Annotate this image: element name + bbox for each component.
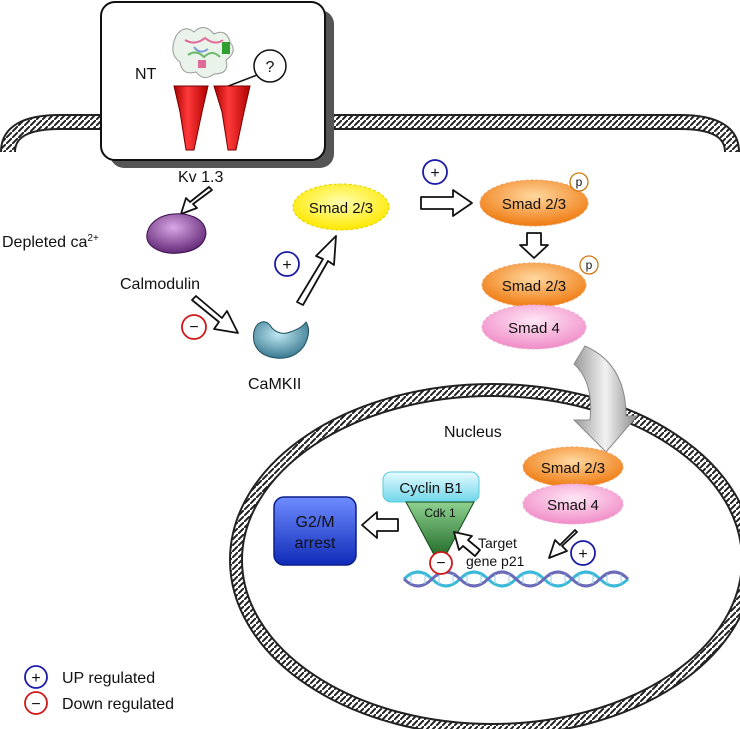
legend-up: + UP regulated xyxy=(24,665,155,689)
arrow-cdk1-to-g2m xyxy=(361,511,399,539)
svg-text:p: p xyxy=(586,258,593,272)
svg-text:−: − xyxy=(436,555,445,572)
kv13-channel-icon xyxy=(173,85,251,151)
minus-badge-cdk1: − xyxy=(429,551,453,575)
svg-text:+: + xyxy=(578,546,587,563)
arrow-smad-to-p21 xyxy=(548,529,578,559)
target-gene-label-line2: gene p21 xyxy=(466,553,525,569)
receptor-box xyxy=(100,1,326,161)
calmodulin-icon xyxy=(146,213,207,254)
legend-up-label: UP regulated xyxy=(62,670,155,687)
nt-protein-icon xyxy=(172,27,234,78)
g2m-arrest-line1: G2/M xyxy=(295,514,334,531)
arrow-kv13-to-calmodulin xyxy=(180,186,213,215)
arrow-camkii-to-smad23 xyxy=(296,235,337,306)
nucleus-envelope xyxy=(229,383,740,729)
cyclin-b1-label: Cyclin B1 xyxy=(399,480,462,497)
target-gene-label: Target xyxy=(478,535,517,551)
question-mark: ? xyxy=(266,59,275,76)
arrow-translocation-to-nucleus xyxy=(572,345,639,453)
legend-down: − Down regulated xyxy=(24,691,174,715)
smad4-nucleus-label: Smad 4 xyxy=(547,497,599,514)
plus-badge-camkii: + xyxy=(274,251,300,277)
phospho-badge-2: p xyxy=(579,255,599,275)
camkii-icon xyxy=(253,321,310,359)
arrow-smad23-phosphorylation xyxy=(420,189,473,217)
plus-badge-p21: + xyxy=(570,540,596,566)
smad23-unphosphorylated-label: Smad 2/3 xyxy=(309,200,373,217)
smad4-cytoplasm-label: Smad 4 xyxy=(508,320,560,337)
smad23-phospho-1-label: Smad 2/3 xyxy=(502,196,566,213)
svg-text:+: + xyxy=(430,165,439,182)
depleted-ca-label: Depleted ca2+ xyxy=(2,233,99,251)
arrow-p21-to-cdk1 xyxy=(453,531,481,557)
smad23-nucleus-label: Smad 2/3 xyxy=(541,460,605,477)
arrow-smad23-to-complex xyxy=(519,232,549,259)
cell-membrane xyxy=(0,114,740,153)
smad23-unphosphorylated xyxy=(292,183,390,231)
arrow-calmodulin-to-camkii xyxy=(191,295,239,334)
g2m-arrest-line2: arrest xyxy=(295,535,336,552)
svg-text:+: + xyxy=(282,257,291,274)
kv13-label: Kv 1.3 xyxy=(178,169,223,186)
smad23-phospho-1 xyxy=(479,179,589,227)
svg-text:+: + xyxy=(31,670,40,687)
phospho-badge-1: p xyxy=(569,172,589,192)
nucleus-label: Nucleus xyxy=(444,424,502,441)
smad4-nucleus xyxy=(522,483,624,525)
smad4-cytoplasm xyxy=(481,304,587,350)
g2m-arrest-box xyxy=(273,496,357,566)
minus-badge-calmodulin: − xyxy=(181,314,207,340)
calmodulin-label: Calmodulin xyxy=(120,276,200,293)
legend-down-label: Down regulated xyxy=(62,696,174,713)
nt-label: NT xyxy=(135,66,157,83)
svg-text:−: − xyxy=(189,319,198,336)
question-bubble xyxy=(253,49,287,83)
svg-text:−: − xyxy=(31,696,40,713)
camkii-label: CaMKII xyxy=(248,376,301,393)
cdk1-label: Cdk 1 xyxy=(424,506,456,520)
svg-text:p: p xyxy=(576,175,583,189)
smad23-phospho-2-label: Smad 2/3 xyxy=(502,278,566,295)
plus-badge-phosphorylation: + xyxy=(422,159,448,185)
